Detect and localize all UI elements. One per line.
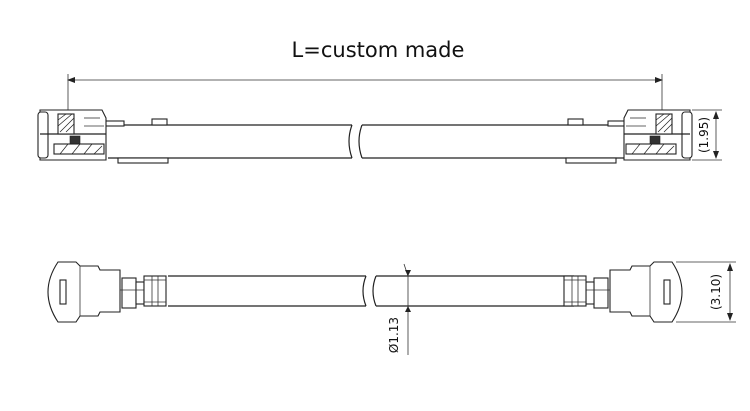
side-cable-break-right: [358, 124, 363, 159]
side-height-label: (1.95): [697, 117, 711, 153]
length-label: L=custom made: [292, 38, 465, 62]
top-connector-left: [47, 261, 167, 323]
side-view: (1.95): [37, 109, 722, 164]
side-bump-left-top: [151, 118, 168, 126]
side-bump-left-bottom: [117, 157, 169, 164]
cable-diameter-dimension: Ø1.13: [387, 263, 411, 355]
top-cable-break-right: [372, 275, 377, 307]
side-bump-right-top: [567, 118, 584, 126]
top-view: Ø1.13 (3.10): [47, 261, 736, 355]
top-cable-right: [376, 275, 574, 307]
top-width-label: (3.10): [709, 274, 723, 310]
side-cable-left: [108, 124, 352, 159]
length-dimension: L=custom made: [67, 38, 663, 120]
top-cable-left: [168, 275, 366, 307]
side-cable-break-left: [348, 124, 353, 159]
top-width-dimension: (3.10): [676, 261, 736, 323]
side-ferrule-left: [103, 120, 125, 127]
side-height-dimension: (1.95): [692, 109, 722, 161]
cable-diameter-label: Ø1.13: [387, 317, 401, 353]
side-cable-right: [362, 124, 624, 159]
side-connector-right: [623, 109, 693, 161]
top-cable-break-left: [362, 275, 367, 307]
side-connector-left: [37, 109, 107, 161]
top-connector-right: [563, 261, 683, 323]
side-bump-right-bottom: [565, 157, 617, 164]
